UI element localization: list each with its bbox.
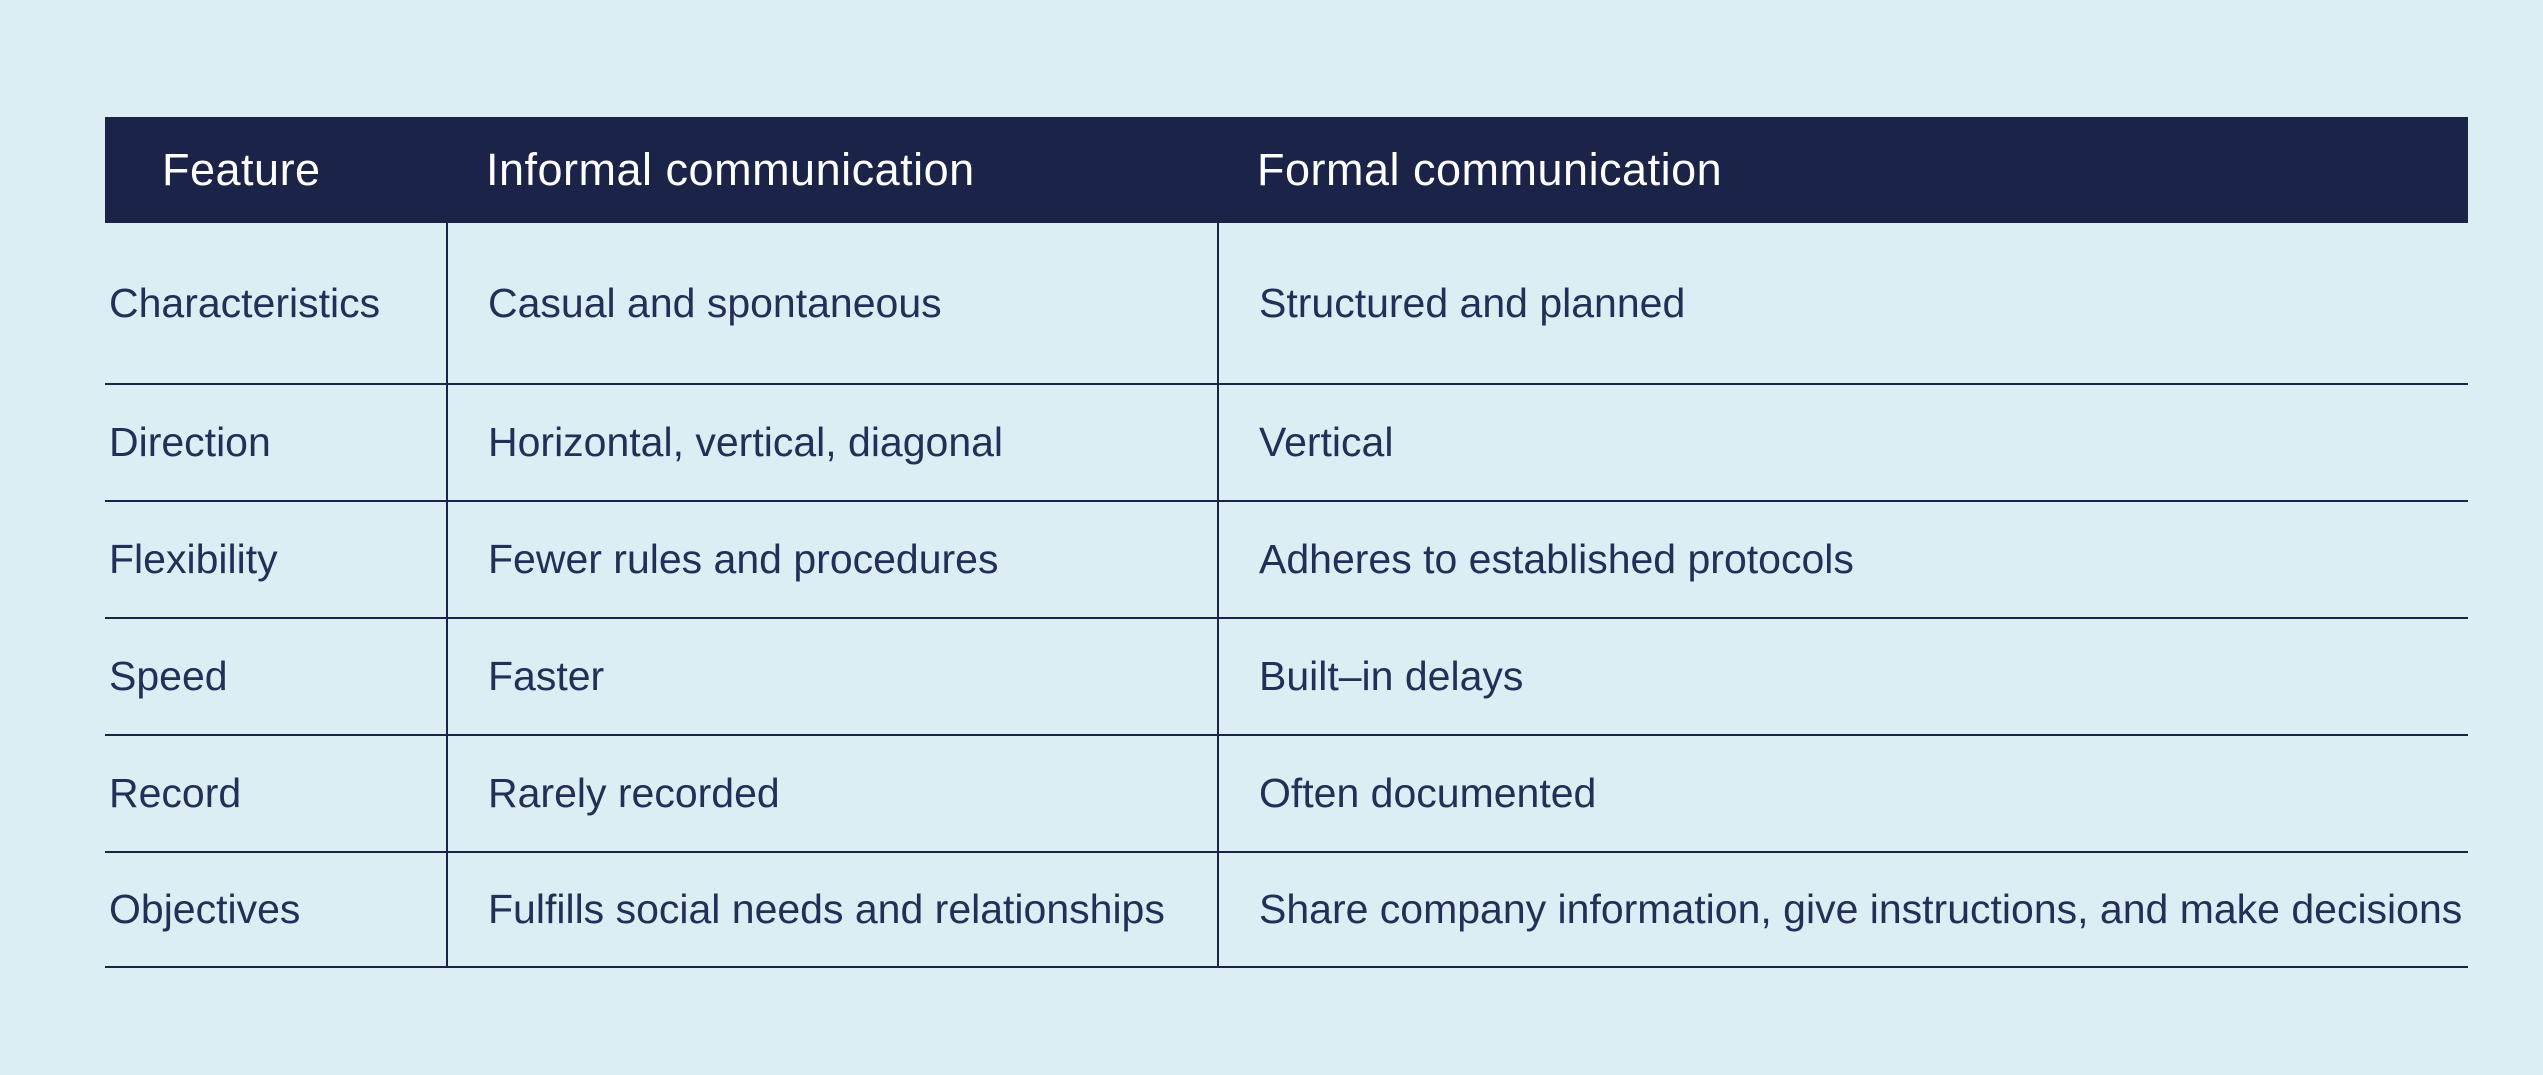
informal-cell: Faster	[446, 619, 1217, 734]
feature-cell: Characteristics	[109, 279, 381, 326]
informal-cell: Rarely recorded	[446, 736, 1217, 851]
column-header-informal-communication: Informal communication	[486, 144, 975, 195]
feature-cell: Record	[109, 770, 242, 816]
table-row-characteristics: Characteristics Casual and spontaneous S…	[105, 223, 2468, 383]
comparison-table: Feature Informal communication Formal co…	[105, 117, 2468, 968]
formal-cell: Built–in delays	[1217, 619, 2468, 734]
feature-cell: Direction	[109, 419, 271, 465]
table-header-row: Feature Informal communication Formal co…	[105, 117, 2468, 223]
formal-cell: Share company information, give instruct…	[1217, 853, 2468, 966]
table-row-flexibility: Flexibility Fewer rules and procedures A…	[105, 500, 2468, 617]
feature-cell: Flexibility	[109, 536, 278, 582]
informal-cell: Fewer rules and procedures	[446, 502, 1217, 617]
formal-cell: Often documented	[1217, 736, 2468, 851]
table-row-speed: Speed Faster Built–in delays	[105, 617, 2468, 734]
informal-cell: Casual and spontaneous	[446, 223, 1217, 383]
informal-cell: Fulfills social needs and relationships	[446, 853, 1217, 966]
feature-cell: Objectives	[109, 886, 301, 932]
formal-cell: Structured and planned	[1217, 223, 2468, 383]
informal-cell: Horizontal, vertical, diagonal	[446, 385, 1217, 500]
table-row-objectives: Objectives Fulfills social needs and rel…	[105, 851, 2468, 968]
formal-cell: Adheres to established protocols	[1217, 502, 2468, 617]
feature-cell: Speed	[109, 653, 228, 699]
column-header-formal-communication: Formal communication	[1257, 144, 1723, 195]
formal-cell: Vertical	[1217, 385, 2468, 500]
column-header-feature: Feature	[162, 144, 321, 195]
table-row-direction: Direction Horizontal, vertical, diagonal…	[105, 383, 2468, 500]
table-row-record: Record Rarely recorded Often documented	[105, 734, 2468, 851]
